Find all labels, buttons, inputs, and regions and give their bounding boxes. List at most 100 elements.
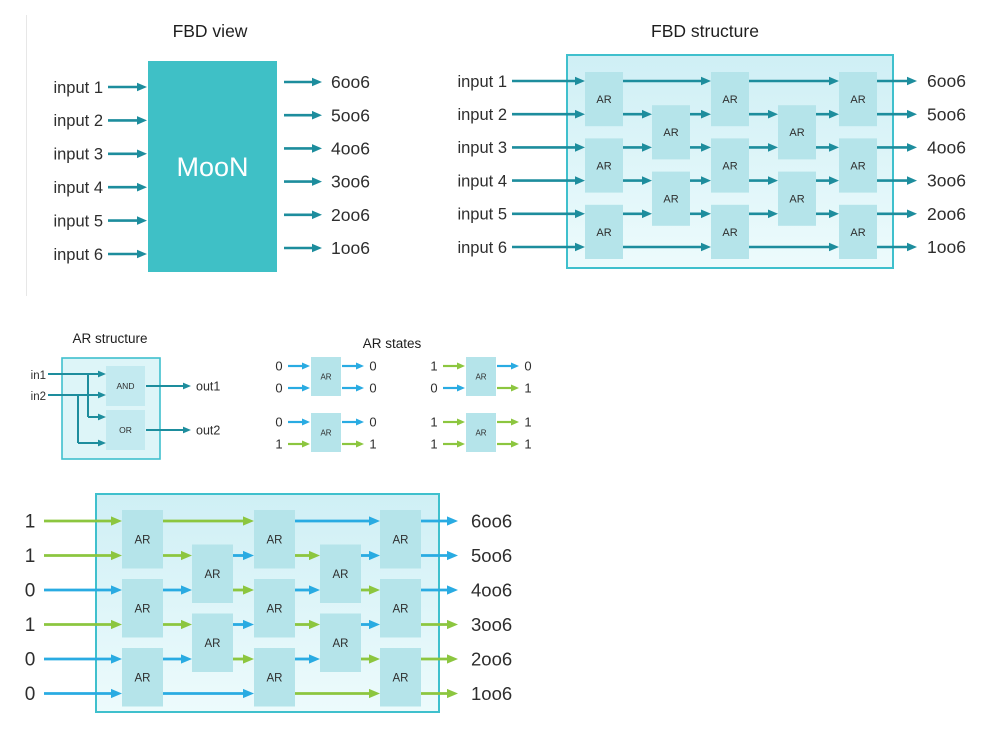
- fbd-view-input-label: input 2: [53, 112, 103, 130]
- state-output-value: 1: [524, 415, 531, 430]
- ar-block: [254, 579, 295, 638]
- ar-block-label: AR: [789, 127, 804, 139]
- ar-block: [122, 648, 163, 707]
- fbd-view-output-label: 6oo6: [331, 72, 370, 92]
- ar-block-label: AR: [850, 160, 865, 172]
- fbd-view-output-label: 2oo6: [331, 205, 370, 225]
- binary-network-diagram-output-label: 3oo6: [471, 614, 512, 635]
- ar-states-title: AR states: [362, 336, 422, 351]
- state-output-value: 0: [369, 415, 376, 430]
- wire-line1-seg1-arrowhead: [575, 76, 585, 86]
- wire-line6-seg4-arrowhead: [907, 242, 917, 252]
- wire-line4-seg4-arrowhead: [309, 619, 320, 630]
- binary-network-diagram-output-label: 5oo6: [471, 545, 512, 566]
- state-output-wire-arrowhead: [356, 418, 364, 426]
- wire-line6-seg3-arrowhead: [829, 242, 839, 252]
- fbd-view-output-wire-arrowhead: [312, 110, 322, 120]
- fbd-structure-diagram-output-label: 6oo6: [927, 71, 966, 91]
- ar-block: [380, 579, 421, 638]
- wire-line2-seg1-arrowhead: [575, 109, 585, 119]
- state-input-wire-arrowhead: [457, 384, 465, 392]
- ar-block-label: AR: [722, 94, 737, 106]
- and-gate-label: AND: [117, 381, 135, 391]
- state-output-value: 0: [524, 359, 531, 374]
- wire-line2-seg2-arrowhead: [642, 109, 652, 119]
- or-gate-label: OR: [119, 425, 132, 435]
- wire-line6-seg2-arrowhead: [243, 688, 254, 699]
- state-input-value: 0: [430, 381, 437, 396]
- in1-to-or-wire-arrowhead: [98, 413, 106, 421]
- fbd-structure-diagram-output-label: 4oo6: [927, 138, 966, 158]
- state-output-wire-arrowhead: [511, 418, 519, 426]
- state-output-wire-arrowhead: [356, 384, 364, 392]
- wire-line6-seg1-arrowhead: [575, 242, 585, 252]
- state-input-wire-arrowhead: [302, 440, 310, 448]
- ar-block-label: AR: [333, 569, 349, 581]
- wire-line5-seg1-arrowhead: [111, 654, 122, 664]
- ar-block-label: AR: [850, 94, 865, 106]
- wire-line4-seg5-arrowhead: [829, 176, 839, 185]
- wire-line3-seg5-arrowhead: [829, 143, 839, 152]
- fbd-view-input-wire-arrowhead: [137, 216, 147, 225]
- ar-block: [585, 138, 623, 193]
- state-output-wire-arrowhead: [511, 440, 519, 448]
- fbd-structure-diagram-input-label: input 4: [457, 172, 507, 190]
- ar-block-label: AR: [267, 603, 283, 615]
- wire-line5-seg1-arrowhead: [575, 209, 585, 219]
- fbd-structure-diagram-input-label: input 2: [457, 106, 507, 124]
- wire-line5-seg6-arrowhead: [907, 209, 917, 219]
- wire-line2-seg2-arrowhead: [181, 550, 192, 561]
- wire-line5-seg5-arrowhead: [369, 654, 380, 664]
- fbd-view-output-label: 3oo6: [331, 172, 370, 192]
- ar-block: [122, 579, 163, 638]
- binary-network-diagram-input-label: 0: [25, 581, 36, 602]
- fbd-structure-diagram-input-label: input 6: [457, 239, 507, 257]
- wire-line3-seg3-arrowhead: [701, 143, 711, 152]
- wire-line1-seg1-arrowhead: [111, 516, 122, 526]
- state-input-wire-arrowhead: [302, 362, 310, 370]
- ar-block-label: AR: [333, 638, 349, 650]
- wire-line3-seg4-arrowhead: [309, 585, 320, 595]
- ar-block: [839, 204, 877, 259]
- state-input-value: 0: [275, 359, 282, 374]
- out1-label: out1: [196, 379, 220, 393]
- fbd-view-input-wire-arrowhead: [137, 116, 147, 125]
- wire-line3-seg6-arrowhead: [907, 143, 917, 152]
- ar-block: [585, 204, 623, 259]
- binary-network-diagram-output-label: 4oo6: [471, 579, 512, 600]
- state-output-value: 1: [524, 381, 531, 396]
- wire-line3-seg4-arrowhead: [768, 143, 778, 152]
- wire-line4-seg3-arrowhead: [243, 619, 254, 630]
- ar-block-label: AR: [475, 372, 486, 381]
- state-input-value: 1: [430, 415, 437, 430]
- wire-line2-seg6-arrowhead: [907, 109, 917, 119]
- ar-block-label: AR: [475, 428, 486, 437]
- ar-block: [320, 544, 361, 603]
- state-input-value: 1: [430, 437, 437, 452]
- ar-block: [778, 171, 816, 226]
- fbd-view-input-label: input 1: [53, 79, 103, 97]
- or-gate: [106, 410, 145, 450]
- ar-block-label: AR: [722, 227, 737, 239]
- fbd-view-input-label: input 4: [53, 179, 103, 197]
- wire-line4-seg4-arrowhead: [768, 176, 778, 185]
- wire-line4-seg2-arrowhead: [181, 619, 192, 630]
- state-output-wire-arrowhead: [356, 362, 364, 370]
- in1-label: in1: [31, 370, 46, 382]
- in1-to-and-wire-arrowhead: [98, 370, 106, 378]
- and-out-wire-arrowhead: [183, 382, 191, 390]
- ar-block-label: AR: [850, 227, 865, 239]
- ar-block-label: AR: [267, 534, 283, 546]
- wire-line2-seg5-arrowhead: [369, 550, 380, 561]
- fbd-view-title: FBD view: [172, 21, 248, 41]
- fbd-view-output-wire-arrowhead: [312, 177, 322, 186]
- ar-block-label: AR: [663, 194, 678, 206]
- ar-block: [652, 105, 690, 160]
- ar-block-label: AR: [320, 372, 331, 381]
